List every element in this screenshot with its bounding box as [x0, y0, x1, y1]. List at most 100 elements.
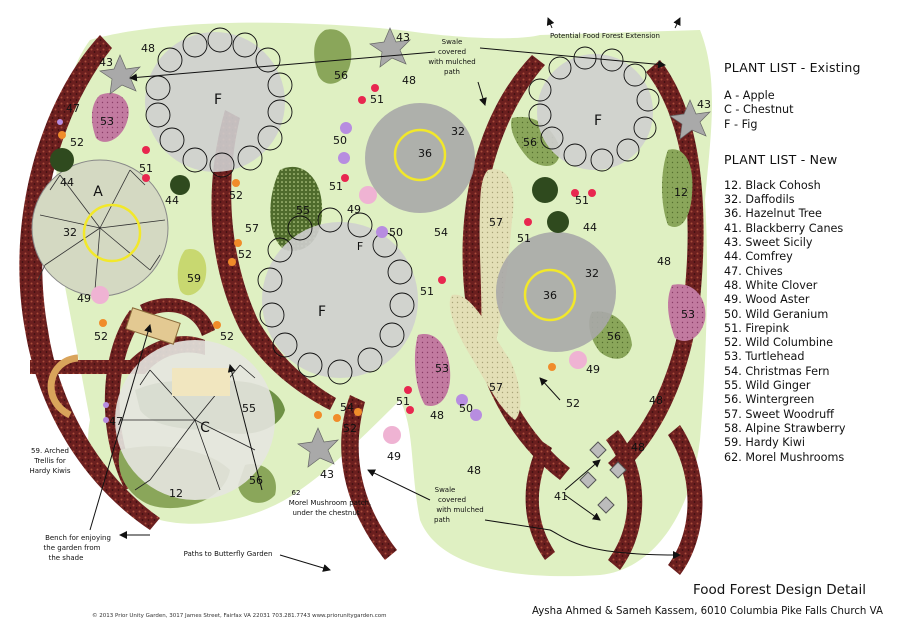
plant-number-label: 48: [141, 42, 155, 55]
plant-number-label: 48: [402, 74, 416, 87]
new-item: 53. Turtlehead: [724, 350, 805, 364]
plant-number-label: 44: [165, 194, 179, 207]
tree-label-fig-mid: F: [318, 304, 326, 320]
plant-number-label: 50: [389, 226, 403, 239]
plant-number-label: 57: [489, 216, 503, 229]
new-item: 47. Chives: [724, 264, 783, 278]
plant-number-label: 49: [387, 450, 401, 463]
plant-number-label: 52: [94, 330, 108, 343]
plant-number-label: 51: [139, 162, 153, 175]
new-item: 51. Firepink: [724, 321, 790, 335]
tree-label-fig-top: F: [214, 92, 222, 108]
plant-number-label: 52: [70, 136, 84, 149]
plant-number-label: 47: [109, 415, 123, 428]
bench-line3: the shade: [49, 554, 84, 562]
plant-number-label: 36: [543, 289, 557, 302]
plant-number-label: 49: [77, 292, 91, 305]
swale-top-line3: with mulched: [428, 58, 475, 66]
plant-number-label: 43: [697, 98, 711, 111]
plant-number-label: 32: [451, 125, 465, 138]
plant-number-label: 50: [333, 134, 347, 147]
tree-label-fig-right: F: [594, 113, 602, 129]
plant-number-label: 52: [229, 189, 243, 202]
morel-line3: under the chestnut: [292, 509, 359, 517]
plant-number-label: 56: [523, 136, 537, 149]
comfrey-plants: [50, 148, 569, 233]
plant-number-label: 56: [249, 474, 263, 487]
annotation-arrows: [89, 17, 681, 572]
plant-number-label: 56: [607, 330, 621, 343]
plant-number-label: 44: [583, 221, 597, 234]
new-item: 55. Wild Ginger: [724, 379, 811, 393]
new-item: 12. Black Cohosh: [724, 178, 821, 192]
plant-number-label: 59: [187, 272, 201, 285]
new-title: PLANT LIST - New: [724, 151, 838, 167]
flowers: [57, 84, 596, 444]
copyright-line: © 2013 Prior Unity Garden, 3017 James St…: [92, 613, 387, 619]
new-item: 43. Sweet Sicily: [724, 236, 813, 250]
swale-bottom-line3: with mulched: [436, 506, 483, 514]
plant-number-label: 43: [320, 468, 334, 481]
new-item: 58. Alpine Strawberry: [724, 421, 846, 435]
tree-label-chestnut: C: [200, 420, 210, 436]
new-item: 54. Christmas Fern: [724, 364, 830, 378]
new-item: 48. White Clover: [724, 278, 818, 292]
plant-number-label: 36: [418, 147, 432, 160]
plant-number-label: 51: [396, 395, 410, 408]
existing-item: F - Fig: [724, 117, 758, 131]
plant-number-label: 57: [245, 222, 259, 235]
plant-number-label: 48: [467, 464, 481, 477]
plant-number-label: 49: [586, 363, 600, 376]
plant-number-label: 44: [60, 176, 74, 189]
plant-number-label: 57: [489, 381, 503, 394]
tree-canopies: [31, 27, 660, 500]
existing-item: C - Chestnut: [724, 103, 794, 117]
plant-number-label: 55: [296, 204, 310, 217]
design-title: Food Forest Design Detail: [693, 582, 867, 598]
plant-number-label: 51: [420, 285, 434, 298]
plant-number-label: 54: [340, 401, 354, 414]
plant-number-label: 51: [329, 180, 343, 193]
plant-number-label: 41: [554, 490, 568, 503]
plant-number-label: 51: [517, 232, 531, 245]
plant-number-label: 56: [334, 69, 348, 82]
plant-number-label: 32: [585, 267, 599, 280]
new-list: 12. Black Cohosh 32. Daffodils 36. Hazel…: [724, 179, 904, 465]
extension-label: Potential Food Forest Extension: [550, 32, 660, 40]
trellis-line1: 59. Arched: [31, 447, 69, 455]
plant-number-label: 50: [459, 402, 473, 415]
plant-number-label: 51: [370, 93, 384, 106]
plant-number-label: 47: [66, 102, 80, 115]
morel-line1: 62: [292, 489, 301, 497]
paths-label: Paths to Butterfly Garden: [184, 550, 273, 558]
blackberry-canes: [579, 441, 627, 514]
swale-top-line2: covered: [438, 48, 466, 56]
tree-label-apple: A: [93, 184, 103, 200]
plant-number-label: 54: [434, 226, 448, 239]
plant-list-panel: PLANT LIST - Existing A - Apple C - Ches…: [724, 60, 904, 465]
plant-number-label: 48: [631, 441, 645, 454]
new-item: 59. Hardy Kiwi: [724, 436, 805, 450]
plant-number-label: 48: [657, 255, 671, 268]
plant-number-label: 53: [681, 308, 695, 321]
bench-line2: the garden from: [44, 544, 101, 552]
plant-number-label: 32: [63, 226, 77, 239]
trellis-line3: Hardy Kiwis: [30, 467, 71, 475]
existing-list: A - Apple C - Chestnut F - Fig: [724, 89, 904, 132]
plant-number-label: 43: [99, 56, 113, 69]
annotations-text: Potential Food Forest Extension Swale co…: [30, 32, 660, 562]
new-item: 57. Sweet Woodruff: [724, 407, 834, 421]
new-item: 62. Morel Mushrooms: [724, 450, 845, 464]
plant-number-label: 53: [435, 362, 449, 375]
plant-number-label: F: [357, 240, 363, 253]
swale-bottom-line4: path: [434, 516, 450, 524]
sweet-sicily-plants: [99, 27, 711, 468]
new-item: 52. Wild Columbine: [724, 336, 833, 350]
morel-patch: [172, 368, 230, 396]
plant-number-label: 48: [430, 409, 444, 422]
plant-number-label: 51: [575, 194, 589, 207]
swale-bottom-line1: Swale: [435, 486, 456, 494]
plant-number-label: 55: [242, 402, 256, 415]
